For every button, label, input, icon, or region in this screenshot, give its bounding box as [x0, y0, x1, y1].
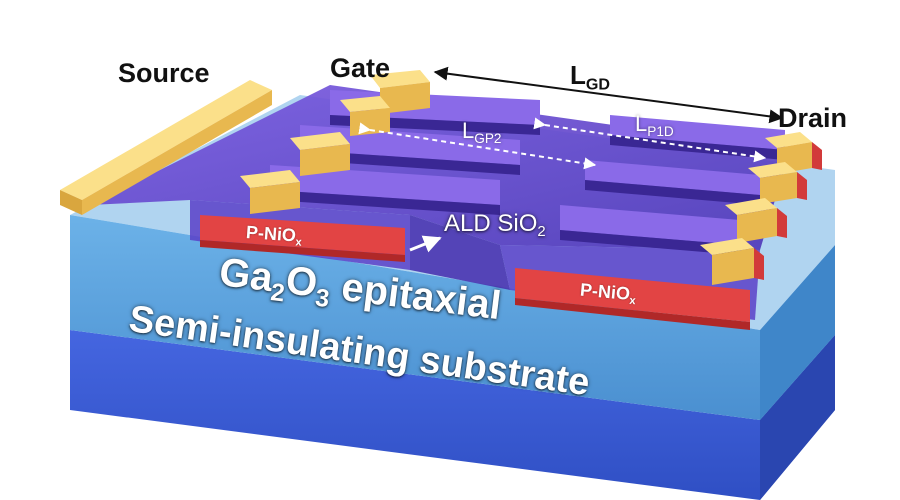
- substrate-layer: [70, 330, 835, 500]
- ald-sio2-label: ALD SiO2: [444, 210, 546, 241]
- lgd-arrow: [433, 66, 784, 124]
- pnio-left-layer: [200, 215, 405, 262]
- drain-contact: [700, 132, 822, 285]
- lgd-label: LGD: [570, 60, 611, 94]
- ald-pointer-arrow: [409, 235, 442, 253]
- pnio-right-label: P-NiOx: [579, 279, 637, 308]
- pnio-right-layer: [515, 268, 750, 330]
- source-contact: [60, 80, 272, 215]
- lgp2-label: LGP2: [462, 118, 502, 146]
- gate-contact: [240, 70, 430, 214]
- lp1d-dimension-line: [533, 117, 767, 163]
- source-label: Source: [118, 58, 210, 88]
- gate-label: Gate: [330, 53, 391, 83]
- lp1d-label: LP1D: [635, 111, 674, 139]
- drain-label: Drain: [778, 103, 848, 133]
- pnio-left-label: P-NiOx: [245, 222, 303, 249]
